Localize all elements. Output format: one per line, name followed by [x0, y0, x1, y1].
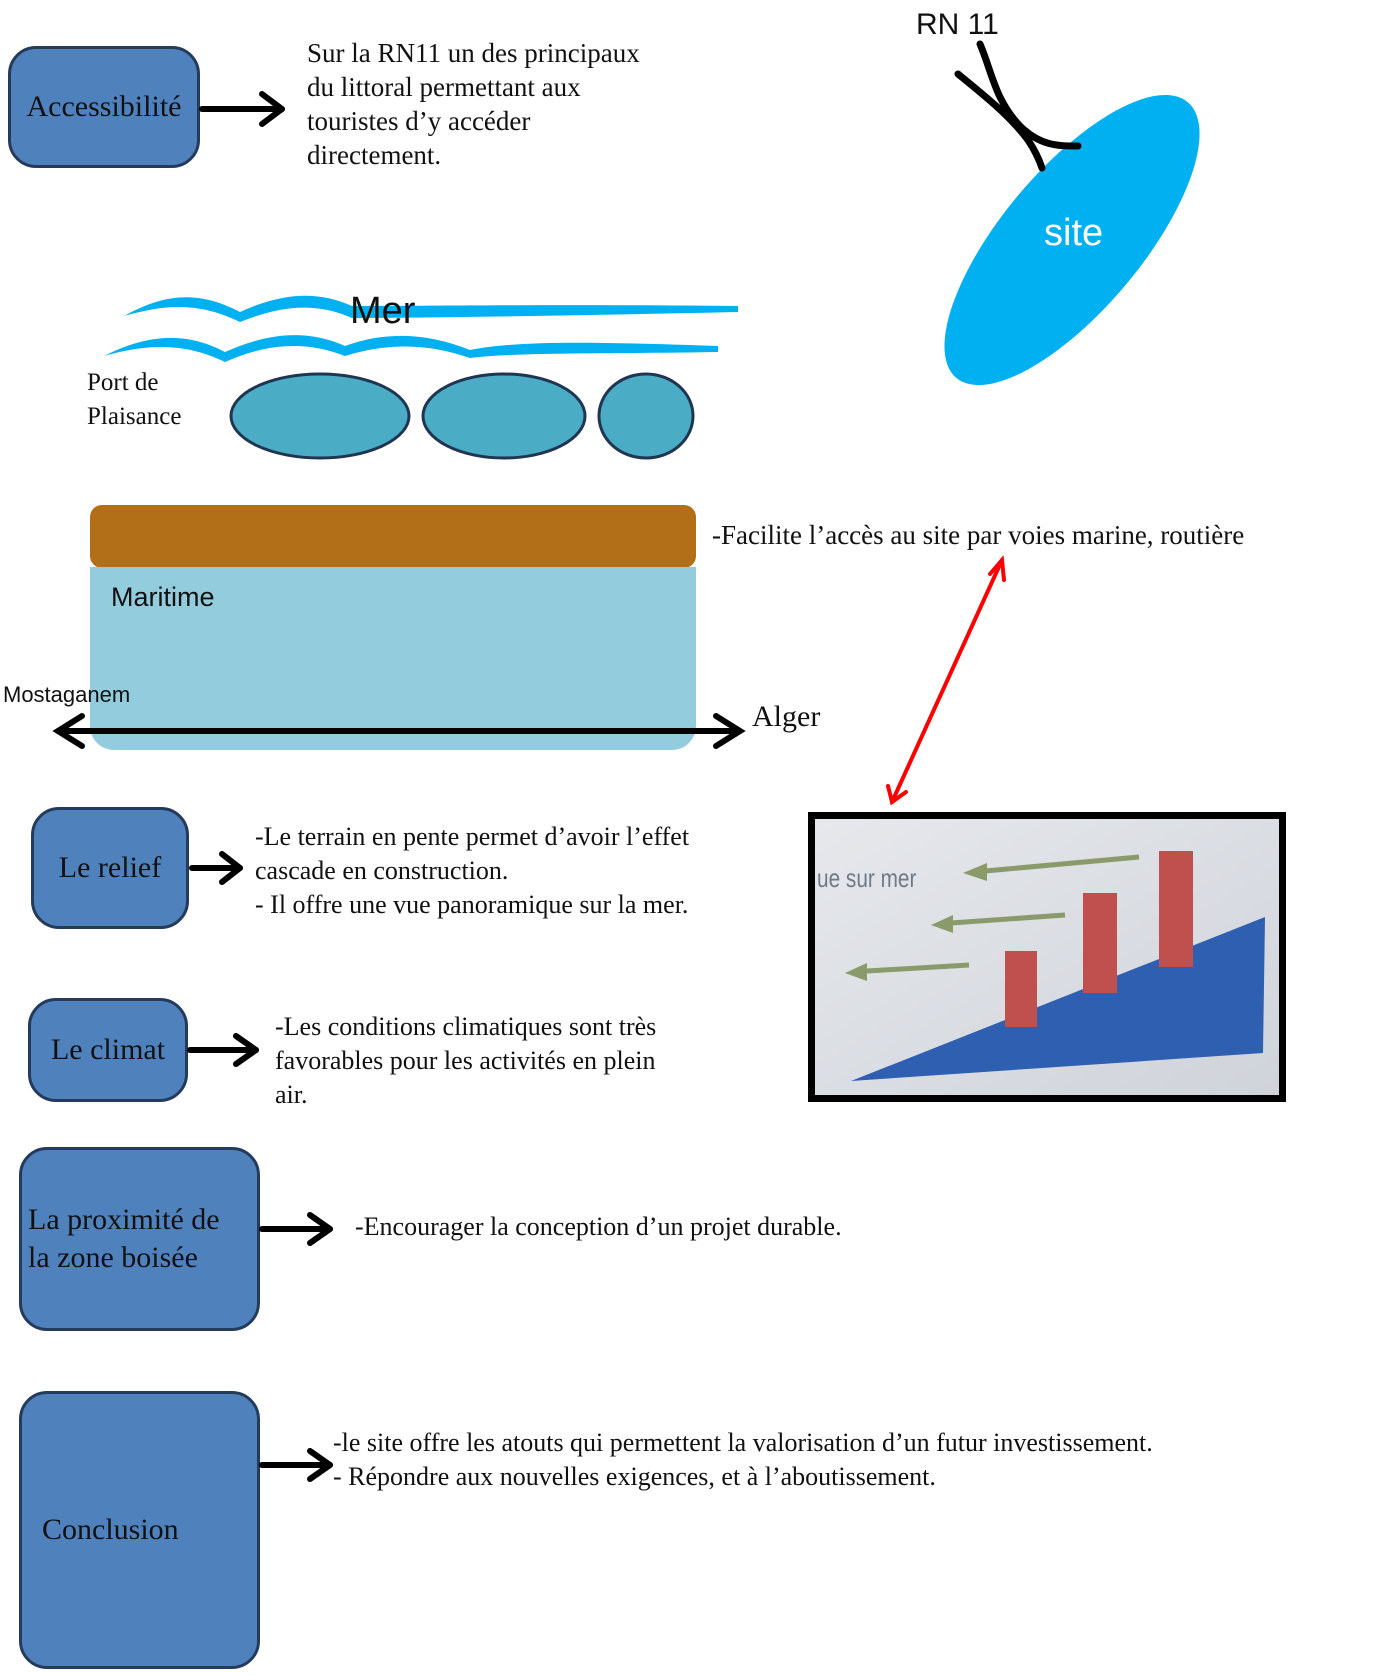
access-text: -Facilite l’accès au site par voies mari…	[712, 520, 1245, 550]
road-curve-2	[954, 70, 1046, 172]
mostaganem-label: Mostaganem	[3, 682, 131, 707]
sea-wave-2	[104, 335, 718, 362]
port-basin-1	[229, 372, 411, 460]
relief-label: Le relief	[58, 851, 162, 884]
port-basin-2	[421, 372, 587, 460]
relief-arrow	[189, 851, 243, 885]
forest-arrow	[259, 1212, 333, 1246]
port-basin-3	[597, 372, 695, 460]
road-label: RN 11	[916, 8, 999, 41]
building-3	[1159, 851, 1193, 967]
conclusion-label: Conclusion	[42, 1513, 179, 1546]
building-2	[1083, 893, 1117, 993]
climate-text: -Les conditions climatiques sont très fa…	[275, 1012, 657, 1109]
climate-label: Le climat	[50, 1033, 166, 1066]
accessibility-box: Accessibilité	[8, 46, 200, 168]
relief-box: Le relief	[31, 807, 189, 929]
forest-box: La proximité de la zone boisée	[19, 1147, 260, 1331]
site-label: site	[1044, 212, 1104, 254]
access-red-arrow	[886, 555, 1006, 806]
conclusion-arrow	[259, 1448, 333, 1482]
building-1	[1005, 951, 1037, 1027]
sea-view-photo: ue sur mer	[808, 812, 1286, 1102]
alger-label: Alger	[752, 700, 821, 733]
relief-text: -Le terrain en pente permet d’avoir l’ef…	[255, 822, 690, 919]
sea-label: Mer	[350, 290, 416, 332]
maritime-zone	[90, 567, 696, 750]
forest-text: -Encourager la conception d’un projet du…	[355, 1212, 842, 1241]
climate-arrow	[187, 1033, 259, 1067]
climate-box: Le climat	[28, 998, 188, 1102]
forest-label: La proximité de la zone boisée	[28, 1203, 220, 1274]
accessibility-label: Accessibilité	[26, 90, 182, 123]
accessibility-arrow	[199, 91, 285, 127]
site-ellipse	[944, 94, 1200, 386]
coast-double-arrow	[52, 713, 746, 749]
conclusion-box: Conclusion	[19, 1391, 260, 1669]
port-label: Port de Plaisance	[87, 369, 182, 430]
maritime-label: Maritime	[111, 582, 215, 612]
sea-wave-1	[124, 295, 738, 322]
road-curve-1	[976, 40, 1082, 150]
photo-caption: ue sur mer	[817, 863, 917, 893]
conclusion-text: -le site offre les atouts qui permettent…	[333, 1428, 1153, 1491]
accessibility-text: Sur la RN11 un des principaux du littora…	[307, 38, 640, 170]
earth-band	[90, 505, 696, 568]
